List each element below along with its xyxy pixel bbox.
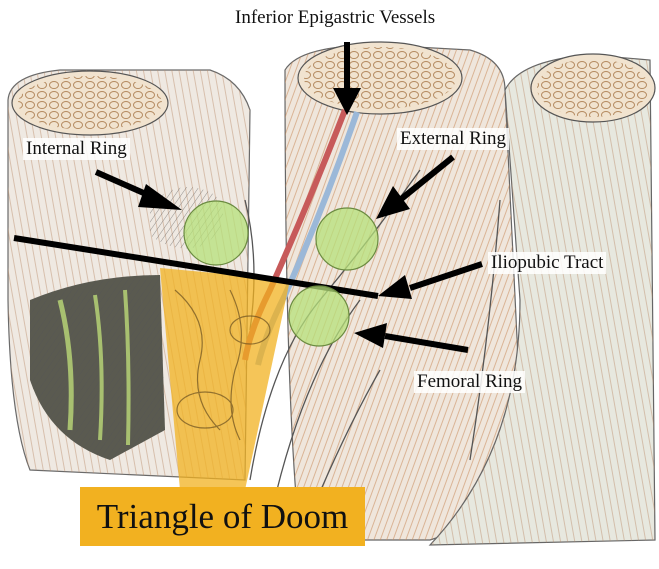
label-external-ring: External Ring [397, 128, 509, 150]
external-ring-circle [316, 208, 378, 270]
label-triangle-of-doom: Triangle of Doom [80, 487, 365, 546]
label-inferior-epigastric-vessels: Inferior Epigastric Vessels [232, 7, 438, 29]
femoral-ring-circle [289, 286, 349, 346]
label-iliopubic-tract: Iliopubic Tract [488, 252, 606, 274]
triangle-of-doom-region [160, 268, 290, 490]
label-femoral-ring: Femoral Ring [414, 371, 525, 393]
internal-ring-circle [184, 201, 248, 265]
label-internal-ring: Internal Ring [23, 138, 130, 160]
